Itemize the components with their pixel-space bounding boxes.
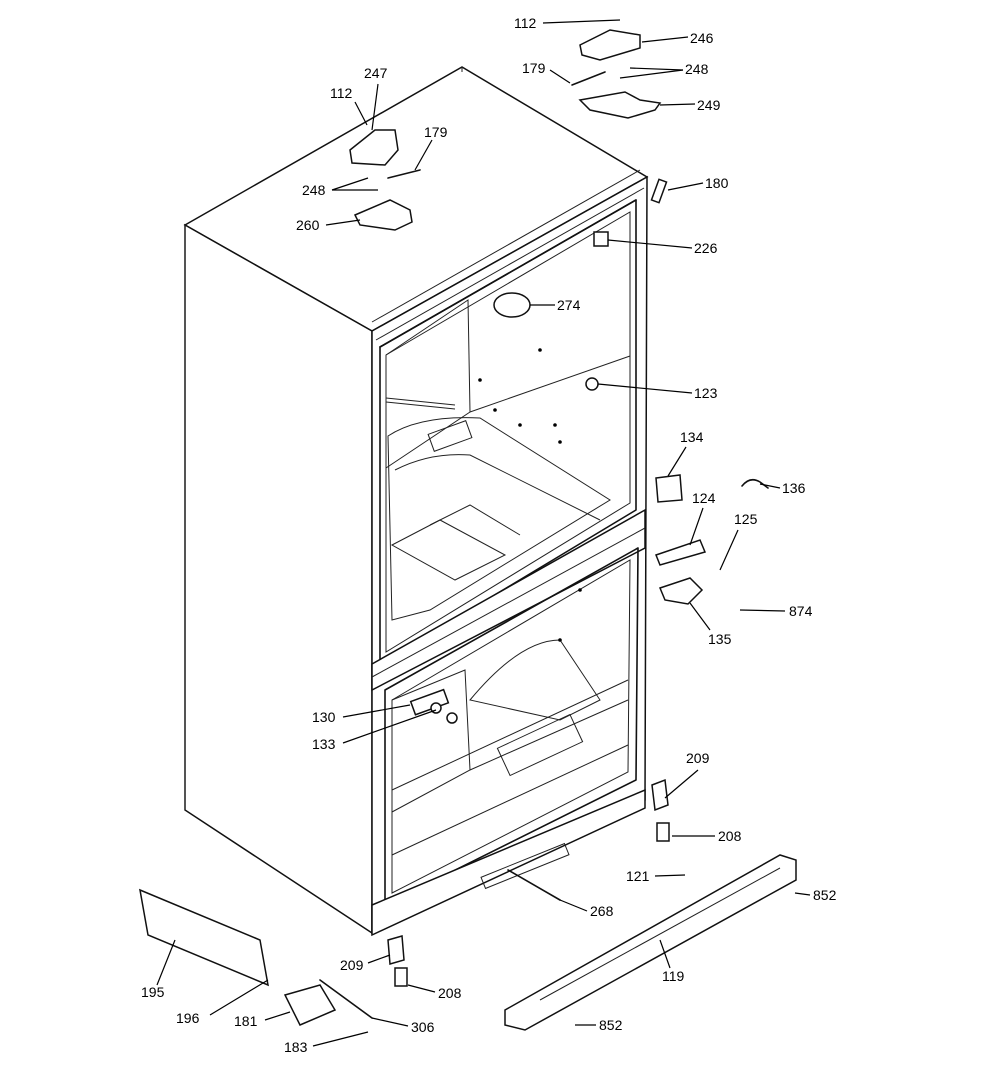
callout-179: 179 (424, 124, 448, 140)
leader-lines (156, 19, 811, 1047)
callout-183: 183 (284, 1039, 308, 1055)
callout-125: 125 (734, 511, 758, 527)
callout-248: 248 (685, 61, 709, 77)
callout-249: 249 (697, 97, 721, 113)
callout-labels: 112 246 179 248 249 247 112 179 248 260 … (141, 15, 837, 1055)
callout-248: 248 (302, 182, 326, 198)
callout-874: 874 (789, 603, 813, 619)
hinge-right (578, 91, 662, 119)
callout-209: 209 (340, 957, 364, 973)
callout-133: 133 (312, 736, 336, 752)
callout-852: 852 (599, 1017, 623, 1033)
callout-260: 260 (296, 217, 320, 233)
hinge-cover-right (579, 29, 641, 61)
part-shapes (139, 29, 797, 1031)
callout-226: 226 (694, 240, 718, 256)
callout-195: 195 (141, 984, 165, 1000)
callout-208: 208 (438, 985, 462, 1001)
callout-306: 306 (411, 1019, 435, 1035)
callout-247: 247 (364, 65, 388, 81)
callout-121: 121 (626, 868, 650, 884)
callout-180: 180 (705, 175, 729, 191)
callout-135: 135 (708, 631, 732, 647)
callout-208: 208 (718, 828, 742, 844)
callout-274: 274 (557, 297, 581, 313)
callout-112: 112 (330, 85, 353, 101)
callout-123: 123 (694, 385, 718, 401)
callout-196: 196 (176, 1010, 200, 1026)
callout-181: 181 (234, 1013, 258, 1029)
callout-246: 246 (690, 30, 714, 46)
kick-grille (139, 888, 269, 987)
base-rail (504, 854, 797, 1031)
callout-130: 130 (312, 709, 336, 725)
callout-268: 268 (590, 903, 614, 919)
hinge-left (353, 199, 413, 231)
callout-119: 119 (662, 968, 685, 984)
callout-124: 124 (692, 490, 716, 506)
callout-136: 136 (782, 480, 806, 496)
callout-112: 112 (514, 15, 537, 31)
callout-179: 179 (522, 60, 546, 76)
callout-134: 134 (680, 429, 704, 445)
hinge-cover-left (349, 129, 399, 166)
refrigerator-cabinet (183, 66, 649, 937)
callout-209: 209 (686, 750, 710, 766)
callout-852: 852 (813, 887, 837, 903)
